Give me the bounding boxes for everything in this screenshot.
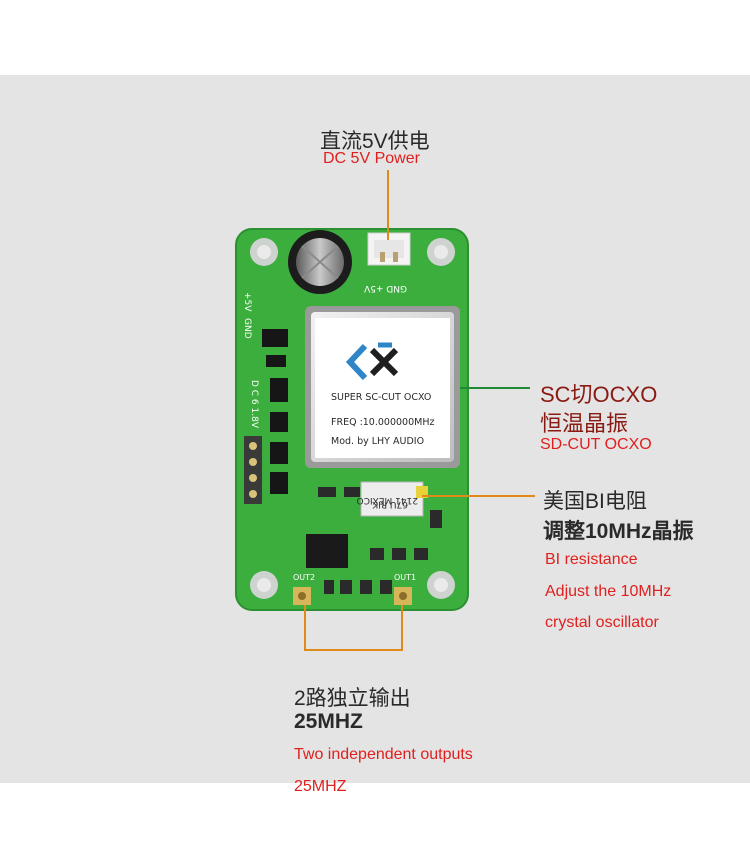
electrolytic-capacitor — [288, 230, 352, 294]
ocxo-label-line1: SUPER SC-CUT OCXO — [331, 392, 431, 403]
ocxo-label-zh-1: SC切OCXO — [540, 382, 658, 407]
outputs-label-zh-1: 2路独立输出 — [294, 687, 411, 710]
power-connector — [367, 232, 411, 266]
ocxo-label-line2: FREQ :10.000000MHz — [331, 417, 434, 428]
brand-logo — [345, 342, 399, 381]
pcb-board — [235, 228, 469, 611]
output-connector — [293, 587, 412, 605]
callout-lines — [304, 170, 535, 651]
silk-out1-label: OUT1 — [394, 573, 416, 582]
mounting-hole — [250, 238, 455, 599]
ocxo-label-zh-2: 恒温晶振 — [540, 411, 629, 436]
silk-gnd-label: GND — [242, 318, 252, 339]
resistor-label-en-3: crystal oscillator — [545, 614, 659, 631]
outputs-label-en-1: Two independent outputs — [294, 746, 473, 763]
pin-header — [244, 436, 262, 504]
resistor-label-zh-1: 美国BI电阻 — [543, 490, 647, 513]
resistor-marking-2: 67U RIK — [371, 499, 408, 509]
power-label-zh: 直流5V供电 — [320, 130, 430, 153]
silk-plus5v-label: +5V — [242, 292, 252, 312]
resistor-label-zh-2: 调整10MHz晶振 — [543, 520, 694, 543]
ocxo-module — [305, 306, 460, 468]
resistor-label-en-1: BI resistance — [545, 551, 638, 568]
resistor-label-en-2: Adjust the 10MHz — [545, 583, 672, 600]
silk-dc-label: D C 6 1.8V — [249, 380, 259, 429]
silk-power-label: GND +5V — [363, 283, 407, 293]
outputs-label-en-2: 25MHZ — [294, 778, 347, 795]
resistor-marking: 2141 MEXICO — [357, 495, 418, 505]
power-label-en: DC 5V Power — [323, 150, 420, 167]
smd-components — [262, 329, 442, 594]
outputs-label-zh-2: 25MHZ — [294, 710, 363, 733]
bi-trimmer-resistor — [360, 481, 428, 517]
silk-out2-label: OUT2 — [293, 573, 315, 582]
ocxo-label-en: SD-CUT OCXO — [540, 436, 652, 453]
outputs-callout-line — [304, 605, 403, 651]
ocxo-label-line3: Mod. by LHY AUDIO — [331, 436, 424, 447]
